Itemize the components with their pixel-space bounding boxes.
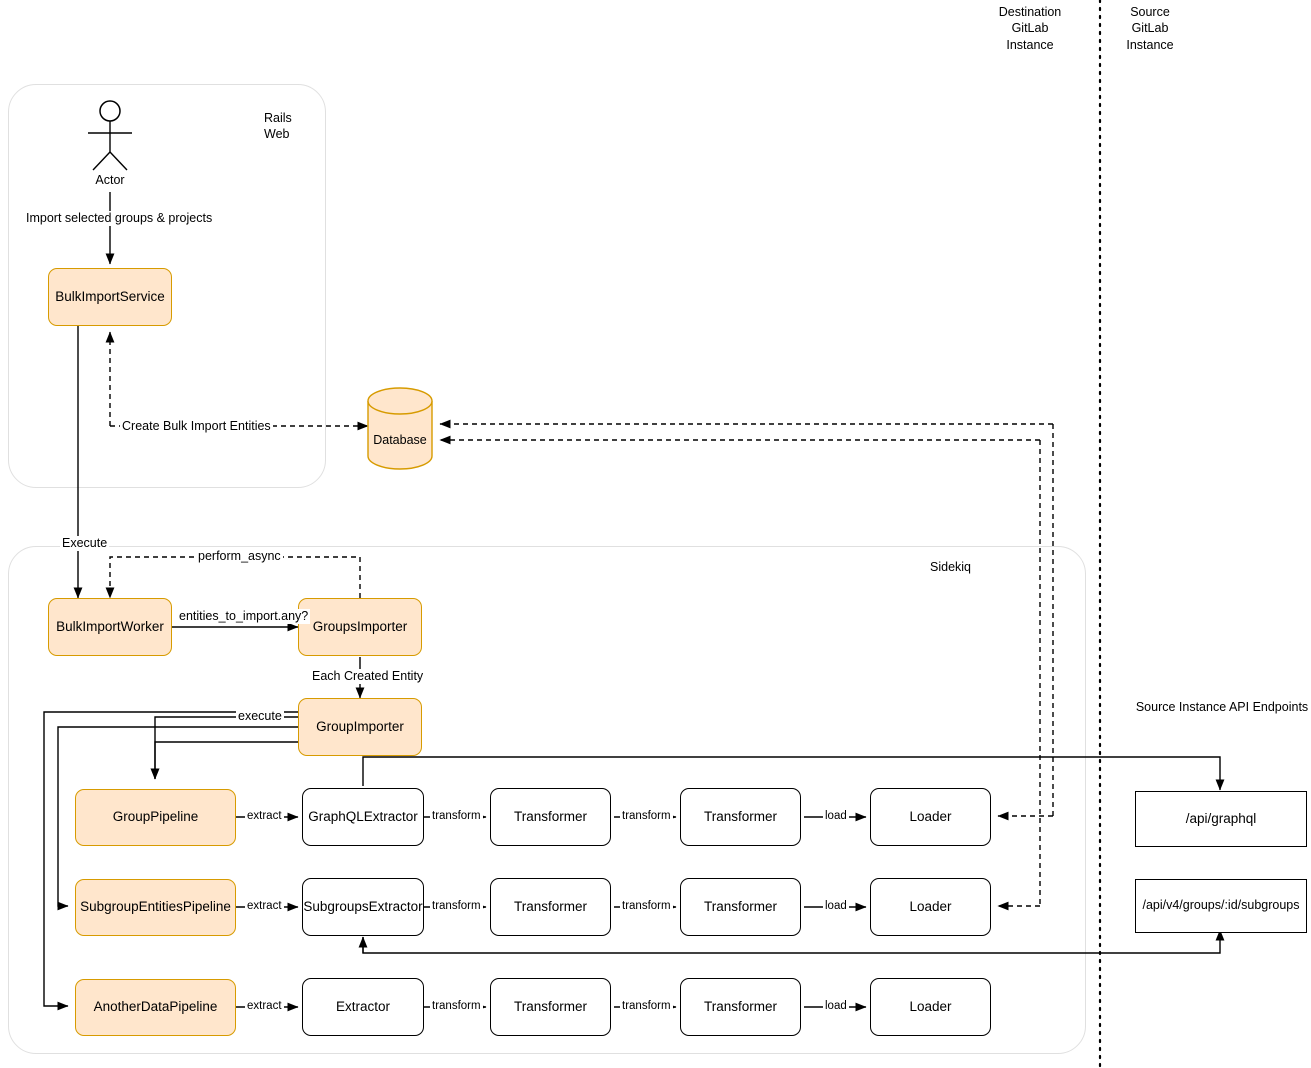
node-subgroups-extractor[interactable]: SubgroupsExtractor	[302, 878, 424, 936]
node-api-subgroups[interactable]: /api/v4/groups/:id/subgroups	[1135, 879, 1307, 933]
edge-label-load-r1: load	[823, 810, 849, 824]
node-subgroup-entities-pipeline[interactable]: SubgroupEntitiesPipeline	[75, 879, 236, 936]
node-transformer-r2-2[interactable]: Transformer	[680, 878, 801, 936]
node-loader-r3[interactable]: Loader	[870, 978, 991, 1036]
node-api-graphql[interactable]: /api/graphql	[1135, 791, 1307, 847]
node-group-pipeline[interactable]: GroupPipeline	[75, 789, 236, 846]
zone-label-destination: Destination GitLab Instance	[998, 5, 1062, 52]
edge-label-extract-r2: extract	[245, 900, 284, 914]
node-loader-r1[interactable]: Loader	[870, 788, 991, 846]
node-group-importer[interactable]: GroupImporter	[298, 698, 422, 756]
node-graphql-extractor[interactable]: GraphQLExtractor	[302, 788, 424, 846]
edge-label-transform-r2-1: transform	[430, 900, 483, 914]
edge-label-transform-r1-2: transform	[620, 810, 673, 824]
edge-label-transform-r2-2: transform	[620, 900, 673, 914]
edge-label-create-bulk-import-entities: Create Bulk Import Entities	[120, 419, 273, 434]
database-label: Database	[373, 433, 427, 447]
edge-label-extract-r3: extract	[245, 1000, 284, 1014]
edge-label-execute-worker: Execute	[60, 536, 110, 551]
zone-label-rails-web: Rails Web	[264, 111, 292, 142]
zone-label-sidekiq: Sidekiq	[930, 560, 971, 574]
node-extractor-r3[interactable]: Extractor	[302, 978, 424, 1036]
edge-label-perform-async: perform_async	[196, 549, 283, 564]
rails-web-container	[8, 84, 326, 488]
edge-label-entities-to-import: entities_to_import.any?	[177, 609, 311, 624]
edge-label-load-r3: load	[823, 1000, 849, 1014]
edge-label-load-r2: load	[823, 900, 849, 914]
actor-label: Actor	[95, 173, 125, 187]
zone-label-source-api-endpoints: Source Instance API Endpoints	[1135, 700, 1309, 714]
edge-label-extract-r1: extract	[245, 810, 284, 824]
edge-label-transform-r3-1: transform	[430, 1000, 483, 1014]
node-transformer-r1-1[interactable]: Transformer	[490, 788, 611, 846]
node-another-data-pipeline[interactable]: AnotherDataPipeline	[75, 979, 236, 1036]
edge-label-transform-r3-2: transform	[620, 1000, 673, 1014]
node-groups-importer[interactable]: GroupsImporter	[298, 598, 422, 656]
node-loader-r2[interactable]: Loader	[870, 878, 991, 936]
node-bulk-import-worker[interactable]: BulkImportWorker	[48, 598, 172, 656]
edge-label-transform-r1-1: transform	[430, 810, 483, 824]
edge-label-import-selected: Import selected groups & projects	[24, 211, 215, 226]
edge-label-execute: execute	[236, 709, 284, 724]
node-transformer-r3-1[interactable]: Transformer	[490, 978, 611, 1036]
node-transformer-r2-1[interactable]: Transformer	[490, 878, 611, 936]
edge-label-each-created-entity: Each Created Entity	[310, 669, 426, 684]
zone-label-source: Source GitLab Instance	[1126, 5, 1174, 52]
sidekiq-container	[8, 546, 1086, 1054]
node-transformer-r1-2[interactable]: Transformer	[680, 788, 801, 846]
node-bulk-import-service[interactable]: BulkImportService	[48, 268, 172, 326]
node-transformer-r3-2[interactable]: Transformer	[680, 978, 801, 1036]
